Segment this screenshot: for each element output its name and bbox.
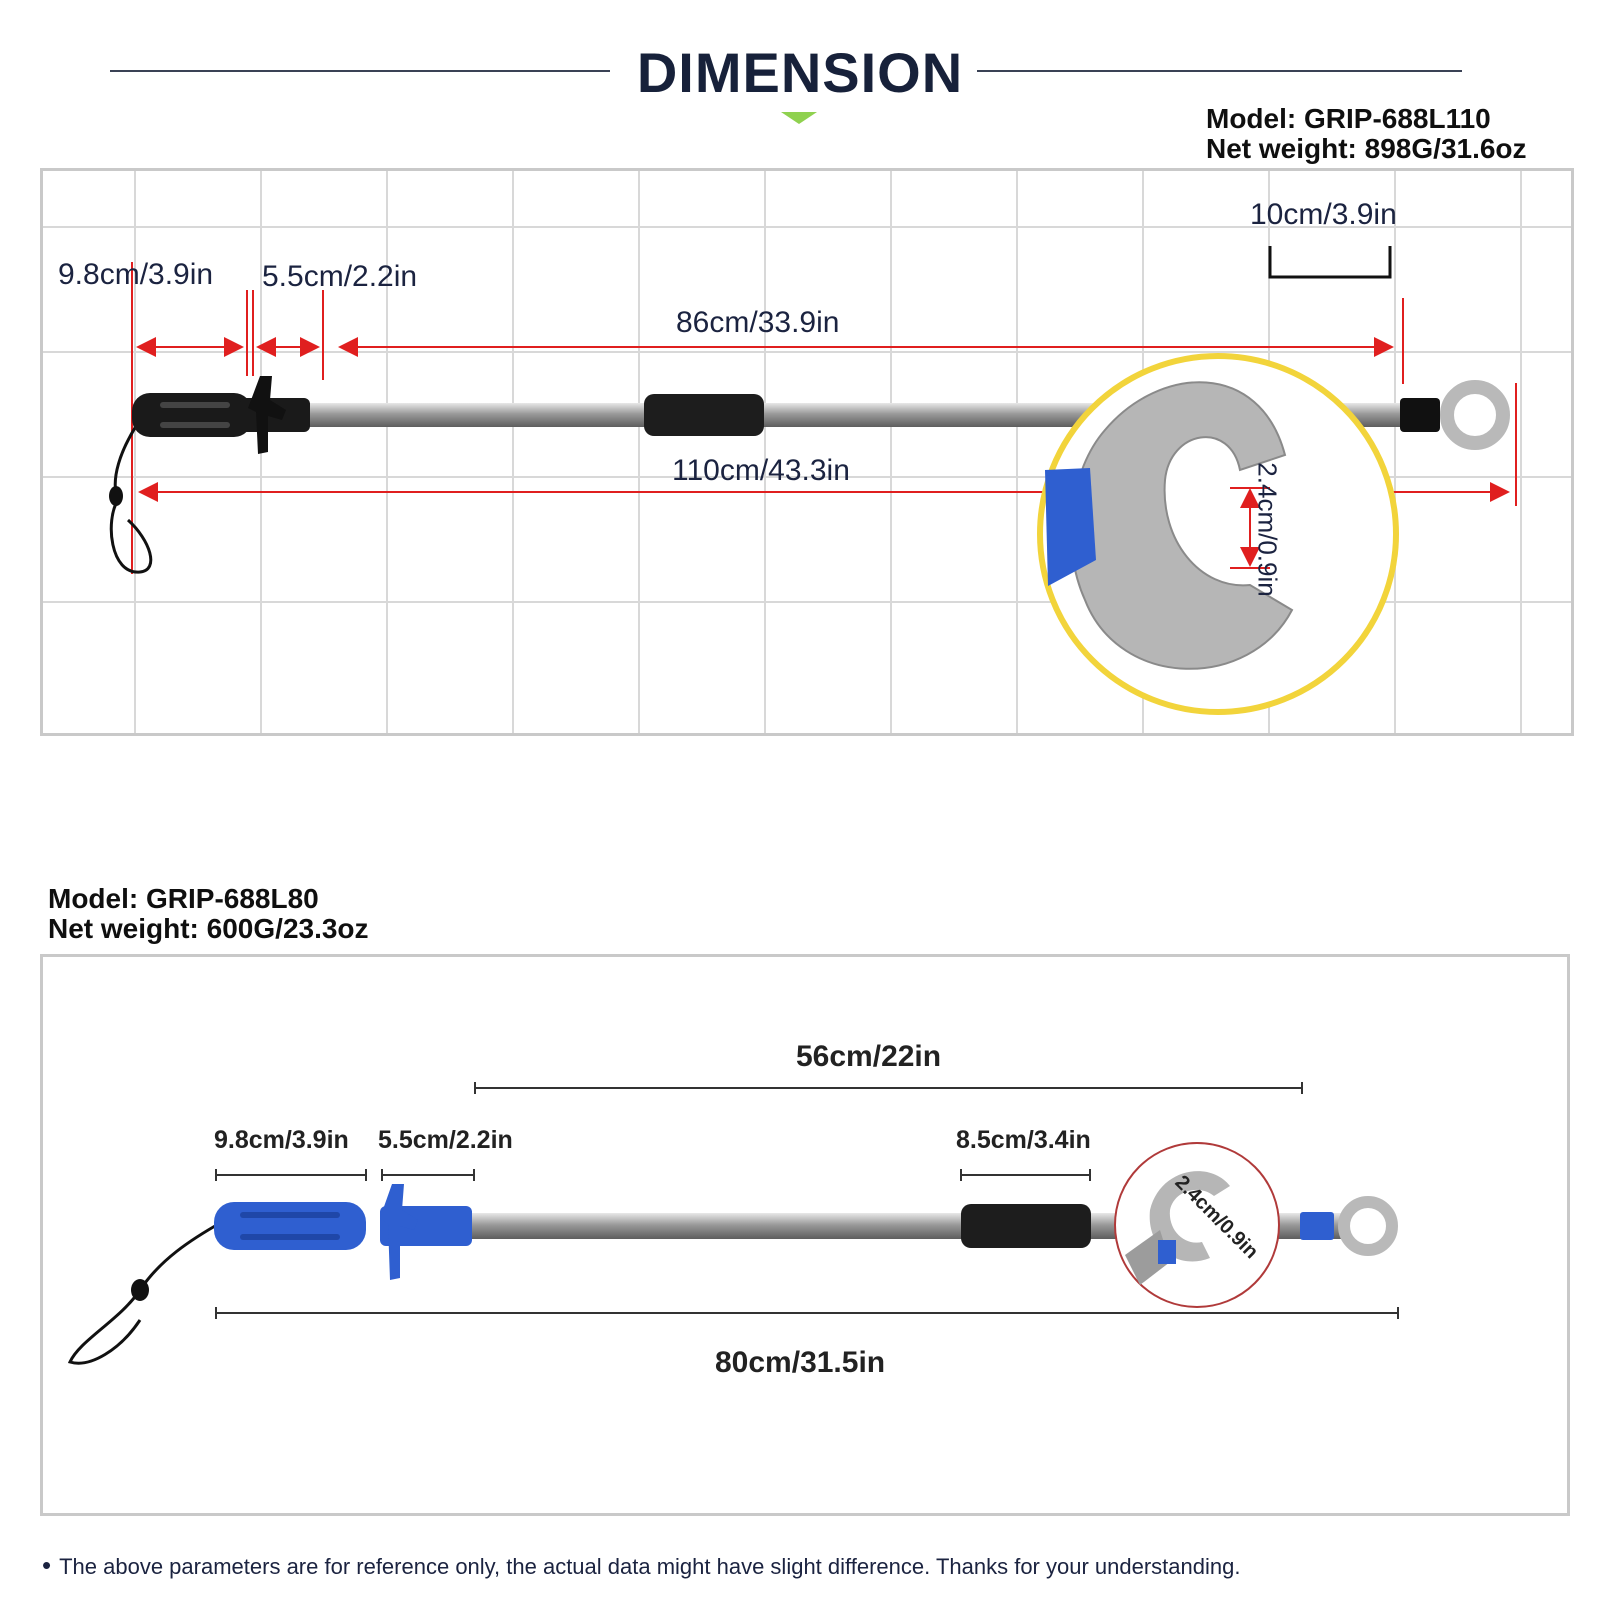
model-small-name: Model: GRIP-688L80 (48, 883, 319, 914)
title-rule-left (110, 70, 610, 72)
jaw-ring (1440, 380, 1510, 450)
label-shaft-large: 86cm/33.9in (676, 306, 840, 339)
foam-grip (644, 394, 764, 436)
label-guard-large: 5.5cm/2.2in (262, 260, 418, 293)
handle-grip-small (214, 1202, 366, 1250)
label-total-large: 110cm/43.3in (672, 454, 850, 487)
jaw-ring-small (1338, 1196, 1398, 1256)
title-rule-right (962, 70, 1462, 72)
trigger-guard (248, 376, 286, 454)
jaw-zoom (1037, 353, 1399, 715)
page-title: DIMENSION (0, 40, 1600, 105)
model-large-weight: Net weight: 898G/31.6oz (1206, 133, 1527, 164)
label-handle-small: 9.8cm/3.9in (214, 1126, 349, 1154)
model-small: Model: GRIP-688L80 Net weight: 600G/23.3… (48, 884, 369, 944)
model-large: Model: GRIP-688L110 Net weight: 898G/31.… (1206, 104, 1527, 164)
footer-note: The above parameters are for reference o… (42, 1550, 1240, 1581)
label-guard-small: 5.5cm/2.2in (378, 1126, 513, 1154)
model-small-weight: Net weight: 600G/23.3oz (48, 913, 369, 944)
scale-label: 10cm/3.9in (1250, 198, 1397, 231)
trigger-guard-small (380, 1184, 418, 1280)
jaw-zoom-small (1114, 1142, 1280, 1308)
caret-icon (781, 112, 817, 124)
lanyard-small (67, 1220, 223, 1365)
label-foam-small: 8.5cm/3.4in (956, 1126, 1091, 1154)
scale-bar (1268, 246, 1392, 279)
lanyard (109, 419, 153, 574)
label-handle-large: 9.8cm/3.9in (58, 258, 214, 291)
model-large-name: Model: GRIP-688L110 (1206, 103, 1491, 134)
label-total-small: 80cm/31.5in (715, 1346, 886, 1379)
label-shaft-small: 56cm/22in (796, 1040, 942, 1073)
foam-grip-small (961, 1204, 1091, 1248)
